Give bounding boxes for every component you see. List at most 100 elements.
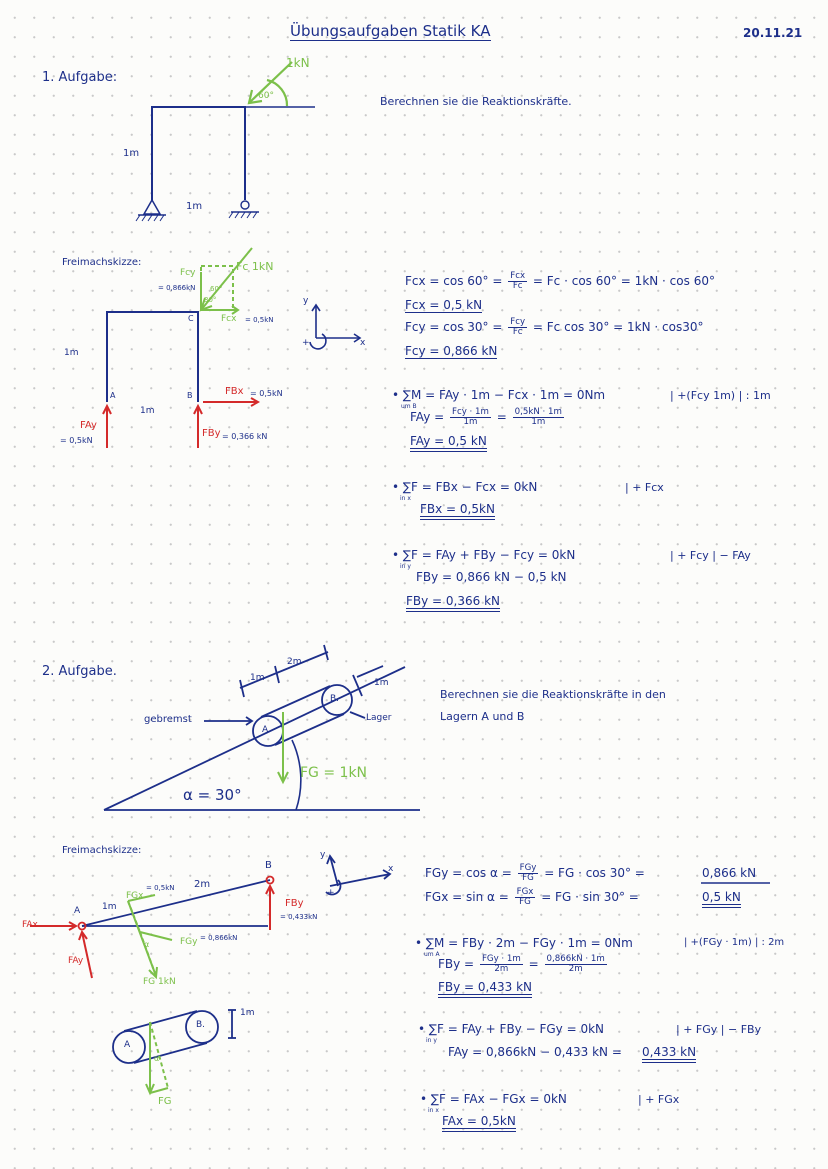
t1-m-f-den: 1m xyxy=(463,417,478,428)
task2-axis-x: x xyxy=(388,864,394,874)
task1-y-sub: in y xyxy=(400,563,411,570)
t1-l2: Fcy = cos 30° = xyxy=(405,320,503,335)
t1-m-f2-den: 1m xyxy=(531,417,546,428)
task2-fbd-fgx: FGx xyxy=(126,891,144,901)
task1-fbd-forces-green xyxy=(199,247,253,315)
task2-y-result: 0,433 kN xyxy=(642,1045,697,1063)
t2-m-f-num: FGy · 1m xyxy=(479,954,523,966)
task1-fbd-point-c: C xyxy=(188,314,194,323)
task2-fbd-dim-1m: 1m xyxy=(102,902,117,912)
task2-fbd-heading: Freimachskizze: xyxy=(62,845,142,856)
t2-f1-num: FGy xyxy=(517,863,539,875)
task1-fbd-fcy-value: = 0,866kN xyxy=(158,284,196,292)
task1-force-label: 1kN xyxy=(286,56,310,70)
task2-sketch2-green xyxy=(145,1021,169,1096)
task2-dim-1m: 1m xyxy=(250,673,265,683)
task2-braked-label: gebremst xyxy=(144,714,192,725)
t2-l2: FGx = sin α = xyxy=(425,890,509,905)
task1-fbd-fby-value: = 0,366 kN xyxy=(222,432,268,441)
task1-y-line2: FBy = 0,866 kN − 0,5 kN xyxy=(416,570,567,584)
task1-x-result: FBx = 0,5kN xyxy=(420,502,495,520)
task2-fbd-fby: FBy xyxy=(285,898,304,909)
t1-m-l2: FAy = xyxy=(410,410,445,425)
task2-incline xyxy=(103,644,420,811)
task1-fbd-fc: Fc 1kN xyxy=(236,260,274,273)
task1-axis-y: y xyxy=(303,296,309,306)
t2-f2-den: FG xyxy=(519,897,531,908)
task2-instruction-2: Lagern A und B xyxy=(440,710,525,723)
task2-instruction-1: Berechnen sie die Reaktionskräfte in den xyxy=(440,688,666,701)
task2-fbd-fax: FAx xyxy=(22,920,38,930)
task2-sketch2-alpha: α xyxy=(154,1054,160,1063)
task1-moment-sub: um B xyxy=(401,403,417,410)
task2-fbd-beam xyxy=(77,854,392,931)
task2-fbd-dim-2m: 2m xyxy=(194,879,211,890)
t2-m-f2-num: 0,866kN · 1m xyxy=(544,954,607,966)
task2-fbd-red xyxy=(30,883,275,979)
task1-fbd-point-b: B xyxy=(187,391,193,400)
t1-f2-den: Fc xyxy=(512,327,523,338)
task1-fbd-fbx-value: = 0,5kN xyxy=(250,389,283,398)
task1-width-label: 1m xyxy=(186,201,203,212)
task1-axis-plus: + xyxy=(302,338,310,348)
page-date: 20.11.21 xyxy=(743,26,803,40)
task2-fbd-green xyxy=(127,894,173,980)
task2-fbd-fg: FG 1kN xyxy=(143,977,176,987)
task1-fbd-forces-red xyxy=(102,397,261,448)
task1-frame xyxy=(135,106,315,222)
task1-x-sum: • ∑F = FBx − Fcx = 0kN xyxy=(392,480,538,494)
task2-bearing-label: Lager xyxy=(366,713,392,723)
task1-fbd-fay-value: = 0,5kN xyxy=(60,436,93,445)
task2-moment-result: FBy = 0,433 kN xyxy=(438,980,533,998)
task2-fbd-point-a: A xyxy=(74,906,81,916)
task2-dim-2m: 2m xyxy=(287,657,302,667)
task1-coord-system xyxy=(309,303,362,350)
t1-l2b: = Fc cos 30° = 1kN · cos30° xyxy=(532,320,704,335)
t2-l1: FGy = cos α = xyxy=(425,866,512,881)
task2-alpha-label: α = 30° xyxy=(183,786,242,804)
task1-moment-result: FAy = 0,5 kN xyxy=(410,434,487,452)
task1-calc-result2: Fcy = 0,866 kN xyxy=(405,344,498,359)
task1-x-sub: in x xyxy=(400,495,411,502)
task2-sketch2-a: A xyxy=(124,1040,131,1050)
task1-x-op: | + Fcx xyxy=(625,481,664,494)
task1-moment-sum: • ∑M = FAy · 1m − Fcx · 1m = 0Nm xyxy=(392,388,606,402)
t1-l1: Fcx = cos 60° = xyxy=(405,274,503,289)
task2-fg-label: FG = 1kN xyxy=(300,765,368,781)
task1-angle-label: 60° xyxy=(258,91,274,101)
t1-m-f-num: Fcy · 1m xyxy=(450,407,491,419)
t2-l1b: = FG · cos 30° = xyxy=(544,866,645,881)
task1-fbd-fbx: FBx xyxy=(225,386,244,397)
task1-force-arrow xyxy=(247,61,293,107)
t2-m-f2-den: 2m xyxy=(568,964,583,975)
task2-fbd-point-b: B xyxy=(265,860,272,871)
task1-fbd-heading: Freimachskizze: xyxy=(62,257,142,268)
task2-heading: 2. Aufgabe. xyxy=(42,664,117,679)
task2-y-line2: FAy = 0,866kN − 0,433 kN = xyxy=(448,1045,622,1059)
task2-point-a: A xyxy=(262,725,269,735)
task1-moment-op: | +(Fcy 1m) | : 1m xyxy=(670,389,771,402)
task2-x-result: FAx = 0,5kN xyxy=(442,1114,516,1132)
task1-y-sum: • ∑F = FAy + FBy − Fcy = 0kN xyxy=(392,548,576,562)
t1-l1b: = Fc · cos 60° = 1kN · cos 60° xyxy=(532,274,715,289)
task2-x-sub: in x xyxy=(428,1107,439,1114)
task1-y-op: | + Fcy | − FAy xyxy=(670,549,751,562)
task2-axis-plus: + xyxy=(327,888,335,898)
task2-fbd-fgy-value: = 0,866kN xyxy=(200,934,238,942)
task1-heading: 1. Aufgabe: xyxy=(42,70,118,85)
task2-y-op: | + FGy | − FBy xyxy=(676,1023,762,1036)
task2-fbd-fgx-value: = 0,5kN xyxy=(146,884,175,892)
task1-fbd-fcx: Fcx xyxy=(221,314,237,324)
task1-instruction: Berechnen sie die Reaktionskräfte. xyxy=(380,95,572,108)
t1-m-eq: = xyxy=(496,410,507,425)
task2-sketch2-dim: 1m xyxy=(240,1008,255,1018)
task2-axis-y: y xyxy=(320,850,326,860)
